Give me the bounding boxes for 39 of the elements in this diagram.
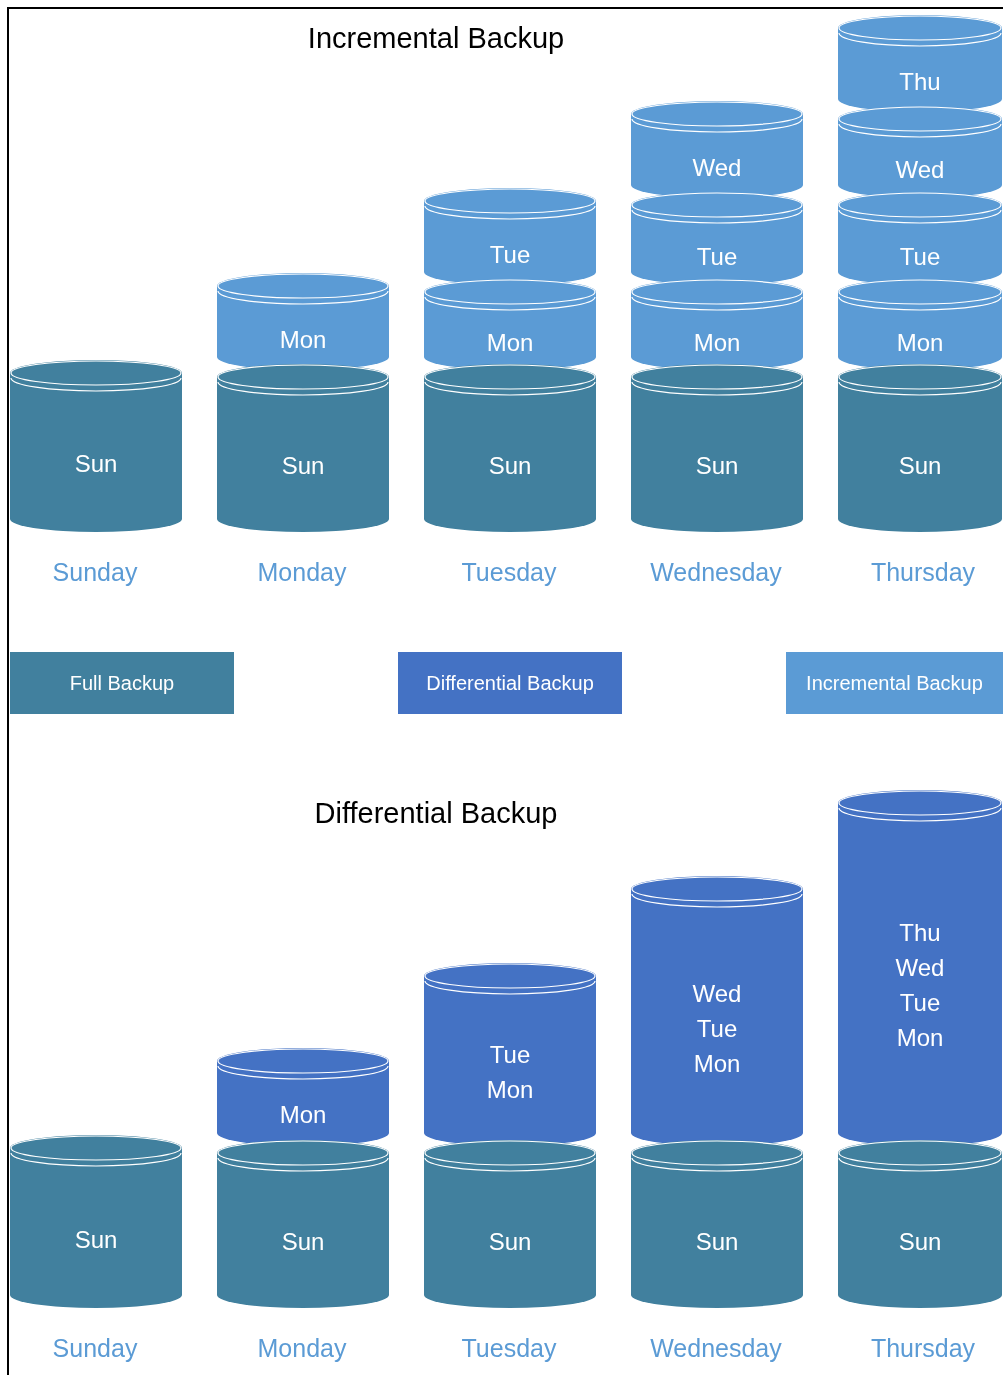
day-label: Tuesday <box>461 1334 557 1363</box>
database-cylinder: Mon <box>217 273 389 370</box>
database-cylinder: Sun <box>631 364 803 532</box>
section-heading: Differential Backup <box>314 797 558 830</box>
database-cylinder: Sun <box>10 360 182 532</box>
database-cylinder: Sun <box>838 1140 1002 1308</box>
database-cylinder: Sun <box>10 1135 182 1308</box>
legend-label: Differential Backup <box>426 671 594 695</box>
database-cylinder: Thu Wed Tue Mon <box>838 790 1002 1146</box>
database-cylinder: Wed <box>631 101 803 198</box>
database-cylinder: Sun <box>838 364 1002 532</box>
legend-label: Incremental Backup <box>806 671 983 695</box>
day-label: Sunday <box>52 558 138 587</box>
day-label: Wednesday <box>650 558 782 587</box>
database-cylinder: Sun <box>217 364 389 532</box>
database-cylinder: Sun <box>424 364 596 532</box>
day-label: Tuesday <box>461 558 557 587</box>
day-label: Monday <box>257 558 347 587</box>
database-cylinder: Wed Tue Mon <box>631 876 803 1146</box>
database-cylinder: Tue <box>424 188 596 285</box>
database-cylinder: Mon <box>838 279 1002 370</box>
database-cylinder: Sun <box>424 1140 596 1308</box>
database-cylinder: Wed <box>838 106 1002 198</box>
day-label: Sunday <box>52 1334 138 1363</box>
legend-label: Full Backup <box>69 671 175 695</box>
day-label: Wednesday <box>650 1334 782 1363</box>
database-cylinder: Thu <box>838 15 1002 112</box>
database-cylinder: Mon <box>217 1048 389 1146</box>
database-cylinder: Tue Mon <box>424 963 596 1146</box>
day-label: Thursday <box>870 558 976 587</box>
database-cylinder: Tue <box>838 192 1002 285</box>
database-cylinder: Sun <box>631 1140 803 1308</box>
database-cylinder: Mon <box>424 279 596 370</box>
day-label: Monday <box>257 1334 347 1363</box>
day-label: Thursday <box>870 1334 976 1363</box>
database-cylinder: Sun <box>217 1140 389 1308</box>
section-heading: Incremental Backup <box>307 22 565 55</box>
database-cylinder: Mon <box>631 279 803 370</box>
database-cylinder: Tue <box>631 192 803 285</box>
